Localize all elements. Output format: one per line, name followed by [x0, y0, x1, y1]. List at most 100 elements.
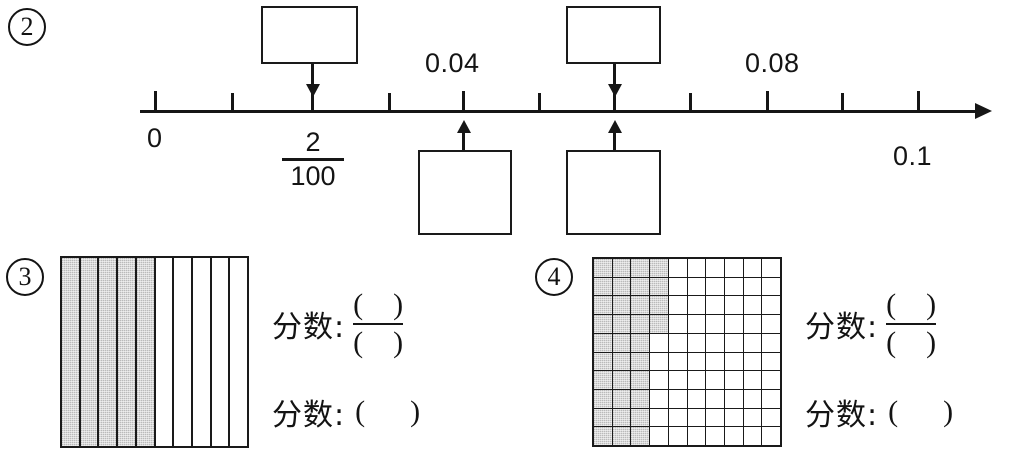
strip-column: [118, 258, 137, 446]
grid-cell: [669, 333, 688, 352]
grid-cell: [594, 296, 613, 315]
grid-cell: [762, 278, 780, 296]
grid-cell: [650, 371, 669, 389]
grid-cell: [631, 259, 651, 277]
axis-label-0-1: 0.1: [893, 141, 933, 171]
grid-cell: [594, 389, 613, 408]
grid-cell: [669, 408, 688, 427]
grid-cell: [650, 408, 669, 427]
grid-cell: [706, 408, 725, 427]
grid-cell: [594, 315, 613, 333]
grid-cell: [744, 389, 763, 408]
grid-cell: [631, 333, 651, 352]
item3-fraction-blanks: ( ) ( ): [353, 288, 404, 360]
grid-cell: [650, 277, 669, 296]
answer-box-a[interactable]: [261, 6, 358, 64]
fraction-numerator: 2: [305, 127, 321, 157]
strip-column: [80, 258, 100, 446]
grid-cell: [612, 315, 632, 333]
grid-cell: [612, 427, 632, 446]
grid-cell: [725, 389, 744, 408]
grid-cell: [688, 408, 707, 427]
item3-fraction-answer: 分数: ( ) ( ): [272, 288, 404, 360]
strip-diagram-figure: [60, 256, 249, 448]
grid-row: [594, 427, 780, 446]
grid-cell: [762, 409, 780, 427]
grid-cell: [725, 333, 744, 352]
item3-numerator-blank[interactable]: ( ): [353, 288, 404, 321]
tick-0-04: [462, 91, 465, 111]
grid-row: [594, 259, 780, 278]
arrow-b-head-icon: [608, 84, 622, 97]
item3-fraction-label: 分数:: [272, 309, 346, 345]
grid-cell: [725, 427, 744, 446]
grid-row: [594, 408, 780, 428]
grid-cell: [688, 352, 707, 371]
item3-decimal-blank[interactable]: ( ): [355, 395, 421, 428]
grid-cell: [669, 371, 688, 389]
item3-denominator-blank[interactable]: ( ): [353, 325, 404, 359]
strip-column: [136, 258, 156, 446]
item4-decimal-blank[interactable]: ( ): [888, 395, 954, 428]
grid-cell: [594, 371, 613, 389]
item4-fraction-label: 分数:: [805, 309, 879, 345]
grid-cell: [669, 427, 688, 446]
grid-cell: [725, 371, 744, 389]
grid-cell: [669, 259, 688, 277]
grid-cell: [762, 427, 780, 445]
answer-box-d[interactable]: [566, 150, 661, 235]
arrow-c-head-icon: [457, 120, 471, 133]
grid-row: [594, 315, 780, 334]
grid-cell: [669, 315, 688, 333]
grid-row: [594, 352, 780, 372]
grid-cell: [762, 315, 780, 333]
grid-cell: [762, 259, 780, 277]
tick-0-09: [841, 93, 844, 111]
grid-cell: [725, 277, 744, 296]
grid-cell: [669, 277, 688, 296]
grid-cell: [594, 277, 613, 296]
answer-box-c[interactable]: [418, 150, 512, 235]
axis-label-0-08: 0.08: [745, 48, 800, 78]
grid-diagram-figure: [592, 257, 782, 447]
grid-cell: [688, 315, 707, 333]
item4-fraction-blanks: ( ) ( ): [886, 288, 937, 360]
item4-fraction-bar: [886, 322, 937, 325]
grid-cell: [650, 333, 669, 352]
grid-row: [594, 371, 780, 390]
grid-cell: [612, 296, 632, 315]
tick-0-01: [231, 93, 234, 111]
grid-cell: [706, 315, 725, 333]
grid-cell: [744, 315, 763, 333]
grid-row: [594, 277, 780, 297]
fraction-bar: [282, 158, 344, 161]
grid-cell: [688, 333, 707, 352]
fraction-denominator: 100: [290, 160, 336, 191]
item4-numerator-blank[interactable]: ( ): [886, 288, 937, 321]
grid-cell: [762, 296, 780, 314]
item-marker-3: 3: [6, 258, 44, 296]
number-line-axis: [140, 110, 985, 113]
tick-0-03: [388, 93, 391, 111]
answer-box-b[interactable]: [566, 6, 661, 64]
grid-cell: [594, 427, 613, 446]
grid-cell: [594, 352, 613, 371]
grid-cell: [762, 371, 780, 389]
arrow-b-shaft: [613, 64, 616, 86]
item-marker-2: 2: [8, 8, 46, 46]
grid-cell: [612, 371, 632, 389]
axis-label-0: 0: [147, 123, 163, 153]
grid-cell: [631, 389, 651, 408]
grid-cell: [688, 277, 707, 296]
grid-cell: [706, 389, 725, 408]
item4-denominator-blank[interactable]: ( ): [886, 325, 937, 359]
grid-cell: [631, 296, 651, 315]
item3-fraction-bar: [353, 322, 404, 325]
item4-decimal-answer: 分数: ( ): [805, 390, 953, 434]
item3-decimal-answer: 分数: ( ): [272, 390, 420, 434]
grid-cell: [706, 259, 725, 277]
strip-column: [62, 258, 81, 446]
grid-cell: [612, 259, 632, 277]
item3-decimal-label: 分数:: [272, 398, 346, 433]
strip-column: [156, 258, 175, 446]
